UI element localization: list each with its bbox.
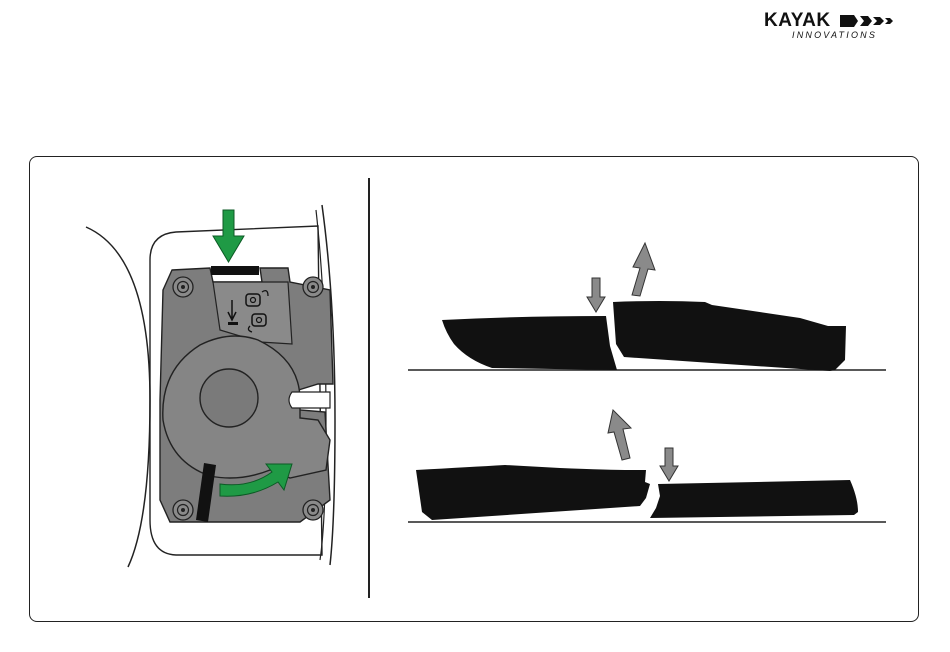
screw-icon [303,500,323,520]
down-arrow-icon [587,278,605,312]
hull-outline-curve [86,227,150,567]
separation-step-bottom [408,410,886,522]
separation-step-top [408,243,886,371]
latch-illustration [86,205,335,567]
down-arrow-icon [660,448,678,481]
dial-hub [200,369,258,427]
screw-icon [173,500,193,520]
hull-section-rear [613,301,846,371]
screw-icon [303,277,323,297]
hull-section-rear [416,465,650,520]
lift-arrow-icon [608,410,631,460]
hull-section-front [442,316,617,370]
latch-slot-top [211,266,259,275]
release-notch [289,392,330,408]
push-down-arrow-icon [213,210,244,262]
hull-section-front [650,480,858,518]
screw-icon [173,277,193,297]
lift-arrow-icon [632,243,655,296]
